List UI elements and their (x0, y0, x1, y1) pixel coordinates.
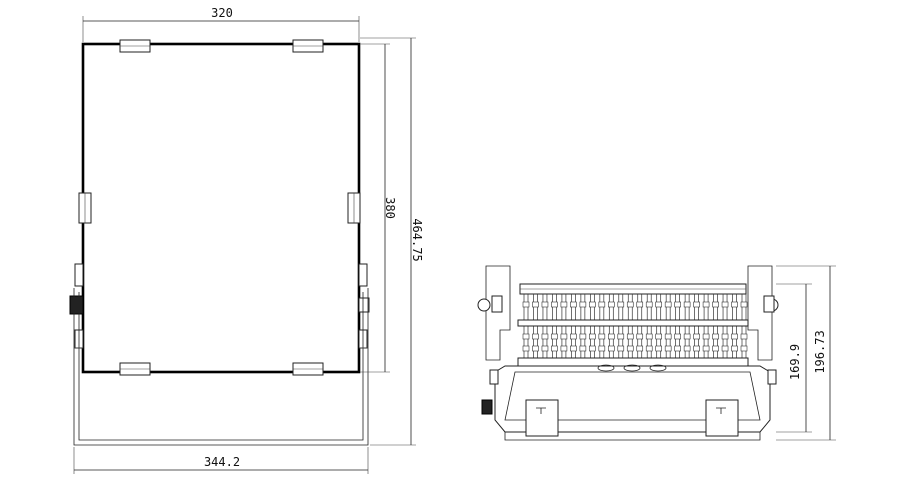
fin-tab (683, 345, 691, 352)
dim-label-320: 320 (211, 6, 233, 20)
fin-tab (693, 345, 700, 352)
fin-tab (532, 333, 539, 340)
fin-tab (626, 333, 634, 340)
fin-tab (551, 333, 558, 340)
fin-tab (608, 333, 615, 340)
fin-tab (579, 345, 587, 352)
fin-tab (522, 333, 530, 340)
fin-tab (655, 333, 662, 340)
fin-tab (598, 301, 606, 308)
fin-tab (712, 345, 719, 352)
dimension-side-196-73: 196.73 (776, 265, 836, 441)
fin-tab (541, 345, 549, 352)
fin-tab (598, 333, 606, 340)
dimension-width-top: 320 (82, 6, 360, 42)
dimension-side-169-9: 169.9 (776, 283, 812, 433)
fin-tab (655, 345, 662, 352)
fin-tab (702, 301, 710, 308)
fin-tab (712, 301, 719, 308)
fin-tab (655, 301, 662, 308)
fin-tab (740, 333, 748, 340)
front-panel (81, 42, 361, 374)
side-brackets (477, 265, 779, 361)
dim-label-464-75: 464.75 (410, 218, 424, 261)
fin-tab (608, 301, 615, 308)
fin-tab (674, 301, 681, 308)
fin-tab (683, 333, 691, 340)
fin-tab (712, 333, 719, 340)
fin-tab (617, 345, 625, 352)
dim-label-344-2: 344.2 (204, 455, 240, 469)
fin-tab (541, 333, 549, 340)
fin-tab (645, 333, 653, 340)
fin-tab (740, 301, 748, 308)
front-view: 320 (69, 6, 424, 474)
fin-tab (636, 333, 644, 340)
heatsink-mid-bar (517, 319, 749, 327)
fin-tab (731, 345, 738, 352)
fin-tab (551, 345, 558, 352)
fin-tab (570, 301, 577, 308)
fin-tab (532, 301, 539, 308)
fin-tab (636, 301, 644, 308)
fin-tab (645, 301, 653, 308)
fin-tab (664, 301, 672, 308)
fin-tab (731, 301, 738, 308)
fin-tab (674, 333, 681, 340)
fin-tab (626, 301, 634, 308)
fin-tab (589, 333, 596, 340)
fin-tab (570, 333, 577, 340)
fin-tab (560, 333, 568, 340)
fin-tab (721, 301, 729, 308)
dimension-height-total: 464.75 (360, 37, 424, 446)
fin-tab (674, 345, 681, 352)
dimension-width-bottom: 344.2 (73, 447, 369, 474)
fin-tab (721, 333, 729, 340)
fin-tab (589, 301, 596, 308)
mounting-bracket (73, 288, 369, 446)
fin-tab (541, 301, 549, 308)
fin-tab (579, 333, 587, 340)
dim-label-169-9: 169.9 (788, 344, 802, 380)
fin-tab (740, 345, 748, 352)
fin-tab (532, 345, 539, 352)
fin-tab (551, 301, 558, 308)
side-view: 169.9 196.73 (477, 265, 836, 441)
fin-tab (626, 345, 634, 352)
fin-tab (579, 301, 587, 308)
fin-tab (522, 301, 530, 308)
fin-tab (617, 301, 625, 308)
fin-tab (683, 301, 691, 308)
fin-tab (589, 345, 596, 352)
fin-tab (702, 345, 710, 352)
dim-label-380: 380 (383, 197, 397, 219)
fin-tab (693, 301, 700, 308)
fin-tab (598, 345, 606, 352)
dimension-height-inner: 380 (360, 43, 397, 373)
fin-tab (560, 345, 568, 352)
fin-tab (617, 333, 625, 340)
fin-tab (608, 345, 615, 352)
fin-tab (702, 333, 710, 340)
fin-tab (645, 345, 653, 352)
lamp-housing (481, 364, 777, 441)
fin-tab (570, 345, 577, 352)
panel-clips (78, 39, 361, 376)
fin-tab (636, 345, 644, 352)
fin-tab (721, 345, 729, 352)
fin-tab (731, 333, 738, 340)
fin-tab (560, 301, 568, 308)
fin-tab (693, 333, 700, 340)
fin-tab (664, 345, 672, 352)
dim-label-196-73: 196.73 (813, 330, 827, 373)
fin-tab (664, 333, 672, 340)
fin-tab (522, 345, 530, 352)
